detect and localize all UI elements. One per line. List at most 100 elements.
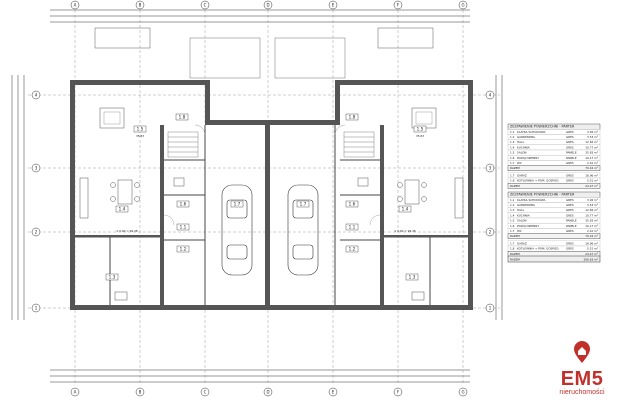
svg-text:35.83 m²: 35.83 m² [585, 219, 598, 223]
svg-text:1.4: 1.4 [510, 213, 515, 217]
svg-text:RAZEM: RAZEM [510, 252, 520, 256]
svg-text:1.2: 1.2 [349, 246, 356, 251]
svg-text:1.6: 1.6 [180, 201, 187, 206]
room-label: 1.7 [296, 200, 310, 208]
svg-text:24.47 m²: 24.47 m² [585, 252, 598, 256]
svg-text:35.83: 35.83 [416, 134, 424, 138]
table-sum-row [507, 165, 601, 172]
axis-bubble [200, 387, 210, 397]
axis-label: D [266, 2, 269, 7]
logo-brand: EM5 [560, 368, 604, 390]
svg-text:GARAŻ: GARAŻ [517, 240, 527, 245]
total-value: 206.63 m² [583, 257, 598, 261]
room-label: 1.4 [115, 205, 129, 213]
svg-text:1.8: 1.8 [510, 179, 515, 183]
svg-text:PANELE: PANELE [566, 219, 577, 223]
svg-text:35.83: 35.83 [136, 134, 144, 138]
svg-text:1.3: 1.3 [409, 274, 416, 279]
room-label: 1.535.83 [413, 125, 427, 138]
axis-label: F [397, 389, 400, 394]
svg-text:RAZEM: RAZEM [510, 184, 520, 188]
svg-text:5.51 m²: 5.51 m² [587, 179, 598, 183]
room-label: 1.1 [176, 223, 190, 231]
svg-text:GRES: GRES [566, 173, 574, 177]
room-label: 1.2 [345, 245, 359, 253]
svg-text:GRES: GRES [566, 179, 574, 183]
room-label: 1.6 [176, 200, 190, 208]
svg-text:2.10 m²: 2.10 m² [587, 229, 598, 233]
svg-text:1.7: 1.7 [510, 173, 515, 177]
svg-text:KOTŁOWNIA + POM. GOSPOD.: KOTŁOWNIA + POM. GOSPOD. [517, 247, 559, 251]
axis-bubble [458, 387, 468, 397]
axis-bubble [328, 0, 338, 10]
svg-text:1.3: 1.3 [109, 274, 116, 279]
svg-text:RAZEM: RAZEM [510, 234, 520, 238]
axis-bubble [393, 0, 403, 10]
axis-bubble [135, 0, 145, 10]
axis-bubble [31, 227, 41, 237]
svg-text:KUCHNIA: KUCHNIA [517, 145, 530, 149]
svg-text:18.96 m²: 18.96 m² [585, 241, 598, 245]
svg-text:1.7: 1.7 [510, 161, 515, 165]
svg-text:1.7: 1.7 [300, 201, 307, 206]
svg-text:POKÓJ DZIENNY: POKÓJ DZIENNY [517, 155, 539, 160]
axis-bubble [135, 387, 145, 397]
house-pin-icon [574, 341, 590, 363]
level-left: ± 0.00 = 99.38 [116, 229, 138, 233]
svg-text:KLATKA SCHODOWA: KLATKA SCHODOWA [517, 198, 545, 202]
svg-text:1.2: 1.2 [510, 135, 515, 139]
axis-bubble [263, 0, 273, 10]
svg-text:1.7: 1.7 [234, 201, 241, 206]
svg-text:WC: WC [517, 229, 522, 233]
table-sum-row [507, 233, 601, 240]
svg-text:12.84 m²: 12.84 m² [585, 208, 598, 212]
svg-text:3.53 m²: 3.53 m² [587, 135, 598, 139]
axis-label: 1 [35, 305, 38, 310]
svg-text:1.1: 1.1 [510, 130, 515, 134]
svg-text:1.1: 1.1 [349, 224, 356, 229]
axis-bubble [31, 303, 41, 313]
table-title: ZESTAWIENIE POWIERZCHNI - PARTER [510, 193, 575, 197]
svg-text:KLATKA SCHODOWA: KLATKA SCHODOWA [517, 130, 545, 134]
svg-text:1.8: 1.8 [179, 114, 186, 119]
svg-text:1.7: 1.7 [510, 241, 515, 245]
axis-label: A [74, 389, 77, 394]
svg-text:2.10 m²: 2.10 m² [587, 161, 598, 165]
svg-text:GRES: GRES [566, 247, 574, 251]
svg-text:1.5: 1.5 [510, 219, 515, 223]
svg-text:1.3: 1.3 [510, 208, 515, 212]
axis-bubble [31, 90, 41, 100]
axis-label: G [461, 389, 464, 394]
svg-text:1.6: 1.6 [349, 201, 356, 206]
svg-text:GARAŻ: GARAŻ [517, 172, 527, 177]
svg-text:1.4: 1.4 [402, 206, 409, 211]
svg-text:HALL: HALL [517, 208, 525, 212]
axis-label: E [332, 2, 335, 7]
axis-label: G [461, 2, 464, 7]
svg-text:GRES: GRES [566, 198, 574, 202]
svg-text:1.5: 1.5 [137, 126, 144, 131]
axis-bubble [70, 387, 80, 397]
logo-subtitle: nieruchomości [559, 389, 605, 396]
area-total: RAZEM 206.63 m² [507, 255, 601, 263]
room-label: 1.3 [405, 273, 419, 281]
svg-text:GRES: GRES [566, 241, 574, 245]
svg-text:1.7: 1.7 [510, 229, 515, 233]
svg-text:PANELE: PANELE [566, 224, 577, 228]
room-label: 1.5 35.83 [133, 125, 147, 138]
axis-bubble [31, 163, 41, 173]
svg-text:5.51 m²: 5.51 m² [587, 247, 598, 251]
svg-text:GRES: GRES [566, 140, 574, 144]
axis-bubble [485, 303, 495, 313]
room-label: 1.8 [345, 113, 359, 121]
room-label: 1.4 [398, 205, 412, 213]
axis-label: 2 [35, 229, 38, 234]
table-title: ZESTAWIENIE POWIERZCHNI - PARTER [510, 125, 575, 129]
svg-text:PANELE: PANELE [566, 151, 577, 155]
axis-label: F [397, 2, 400, 7]
svg-text:POKÓJ DZIENNY: POKÓJ DZIENNY [517, 223, 539, 228]
